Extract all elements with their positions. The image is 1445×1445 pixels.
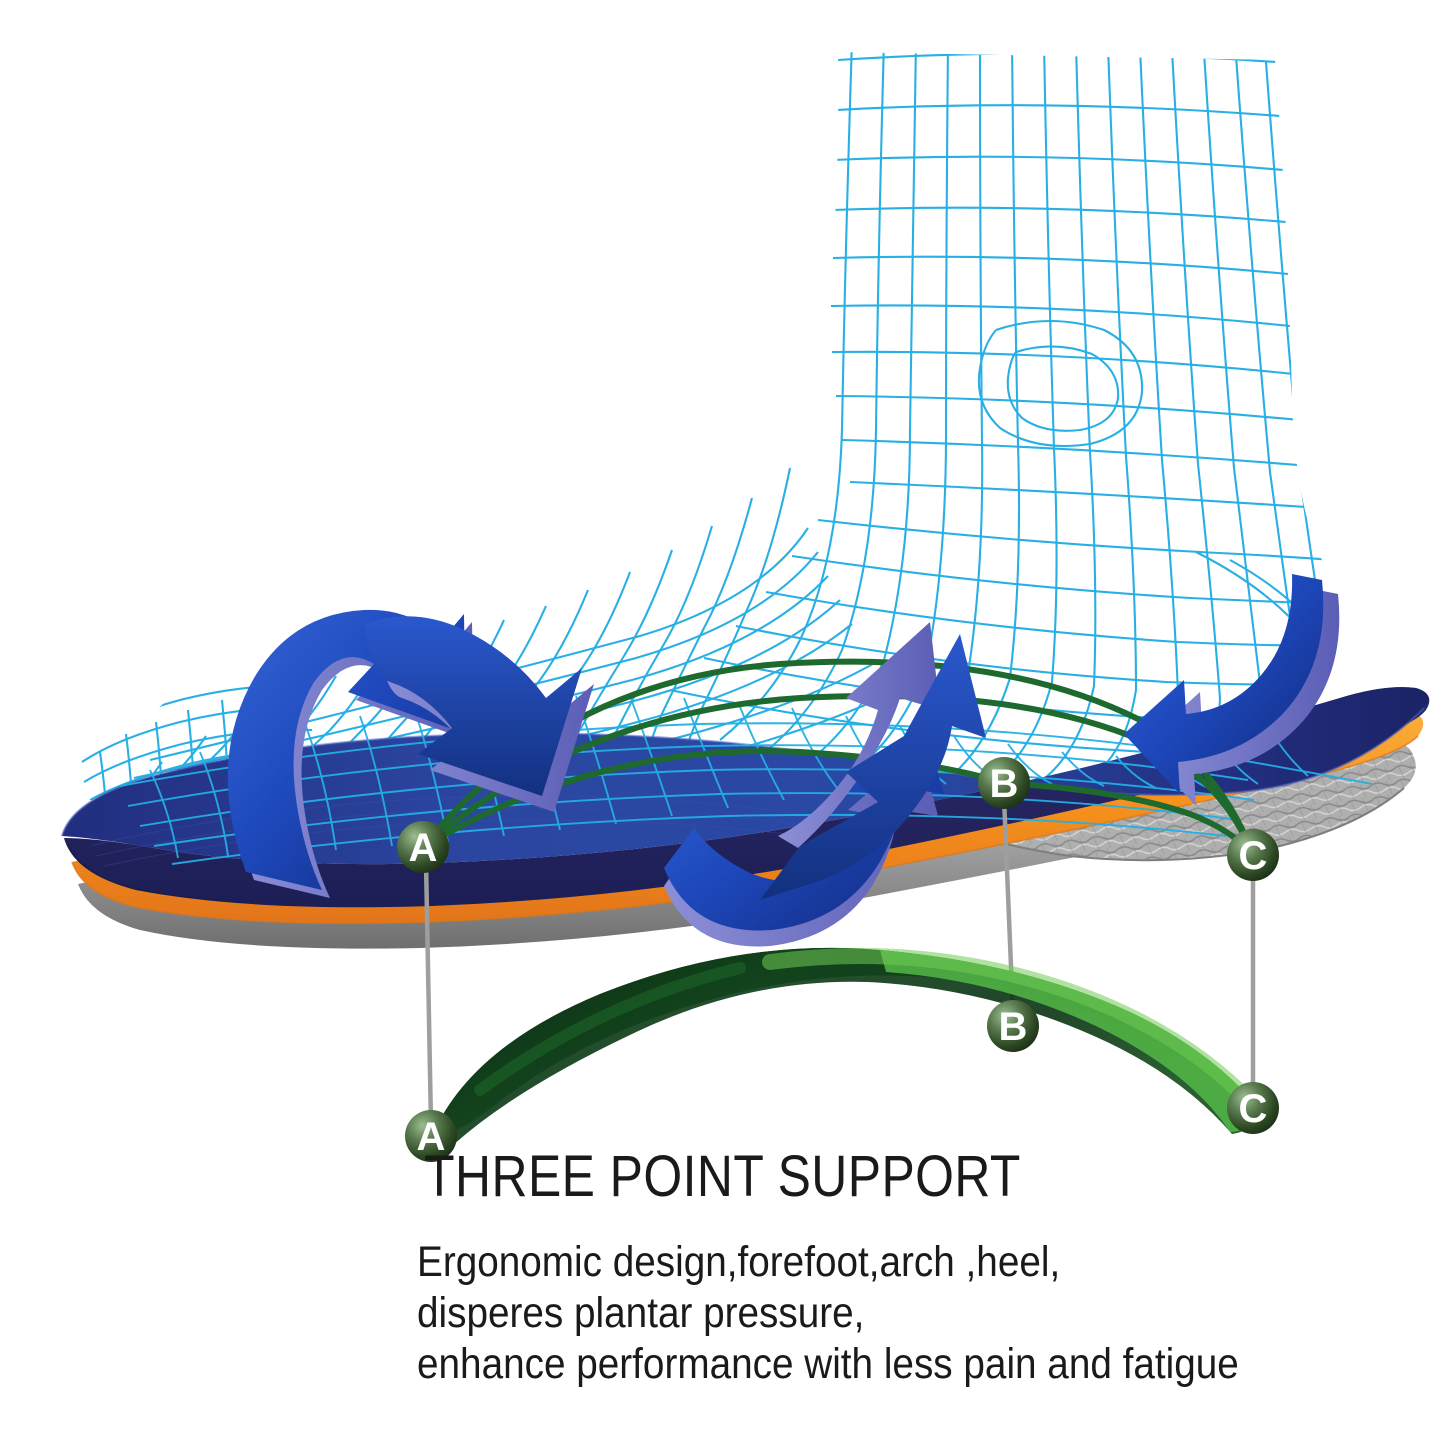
insole-navy-body [64, 687, 1430, 908]
leader-line-a [423, 861, 434, 1125]
pressure-arrow-arch [664, 622, 986, 947]
insole-navy-top-surface [62, 687, 1429, 865]
marker-c-arch-label: C [1239, 1087, 1268, 1131]
pressure-arrow-heel [1124, 574, 1340, 806]
arch-band-highlight [880, 950, 1262, 1132]
marker-b-insole[interactable]: B [978, 757, 1030, 809]
description-line-2: disperes plantar pressure, [417, 1289, 865, 1337]
marker-a-arch[interactable]: A [405, 1110, 457, 1162]
marker-b-insole-label: B [990, 762, 1019, 806]
three-point-support-arch [432, 947, 1262, 1146]
marker-a-arch-label: A [417, 1115, 446, 1159]
marker-c-arch[interactable]: C [1227, 1082, 1279, 1134]
markers-layer: A B C A B C [397, 757, 1279, 1162]
marker-a-insole-label: A [409, 826, 438, 870]
marker-a-insole[interactable]: A [397, 821, 449, 873]
marker-c-insole[interactable]: C [1227, 829, 1279, 881]
description-block: Ergonomic design,forefoot,arch ,heel, di… [417, 1237, 1326, 1390]
description-line-3: enhance performance with less pain and f… [417, 1340, 1239, 1388]
page-title: THREE POINT SUPPORT [424, 1144, 1021, 1209]
marker-b-arch-label: B [999, 1005, 1028, 1049]
description-line-1: Ergonomic design,forefoot,arch ,heel, [417, 1238, 1061, 1286]
marker-b-arch[interactable]: B [987, 1000, 1039, 1052]
curve-b-to-c [1001, 780, 1256, 858]
pressure-arrow-forefoot [227, 609, 594, 898]
marker-c-insole-label: C [1239, 834, 1268, 878]
